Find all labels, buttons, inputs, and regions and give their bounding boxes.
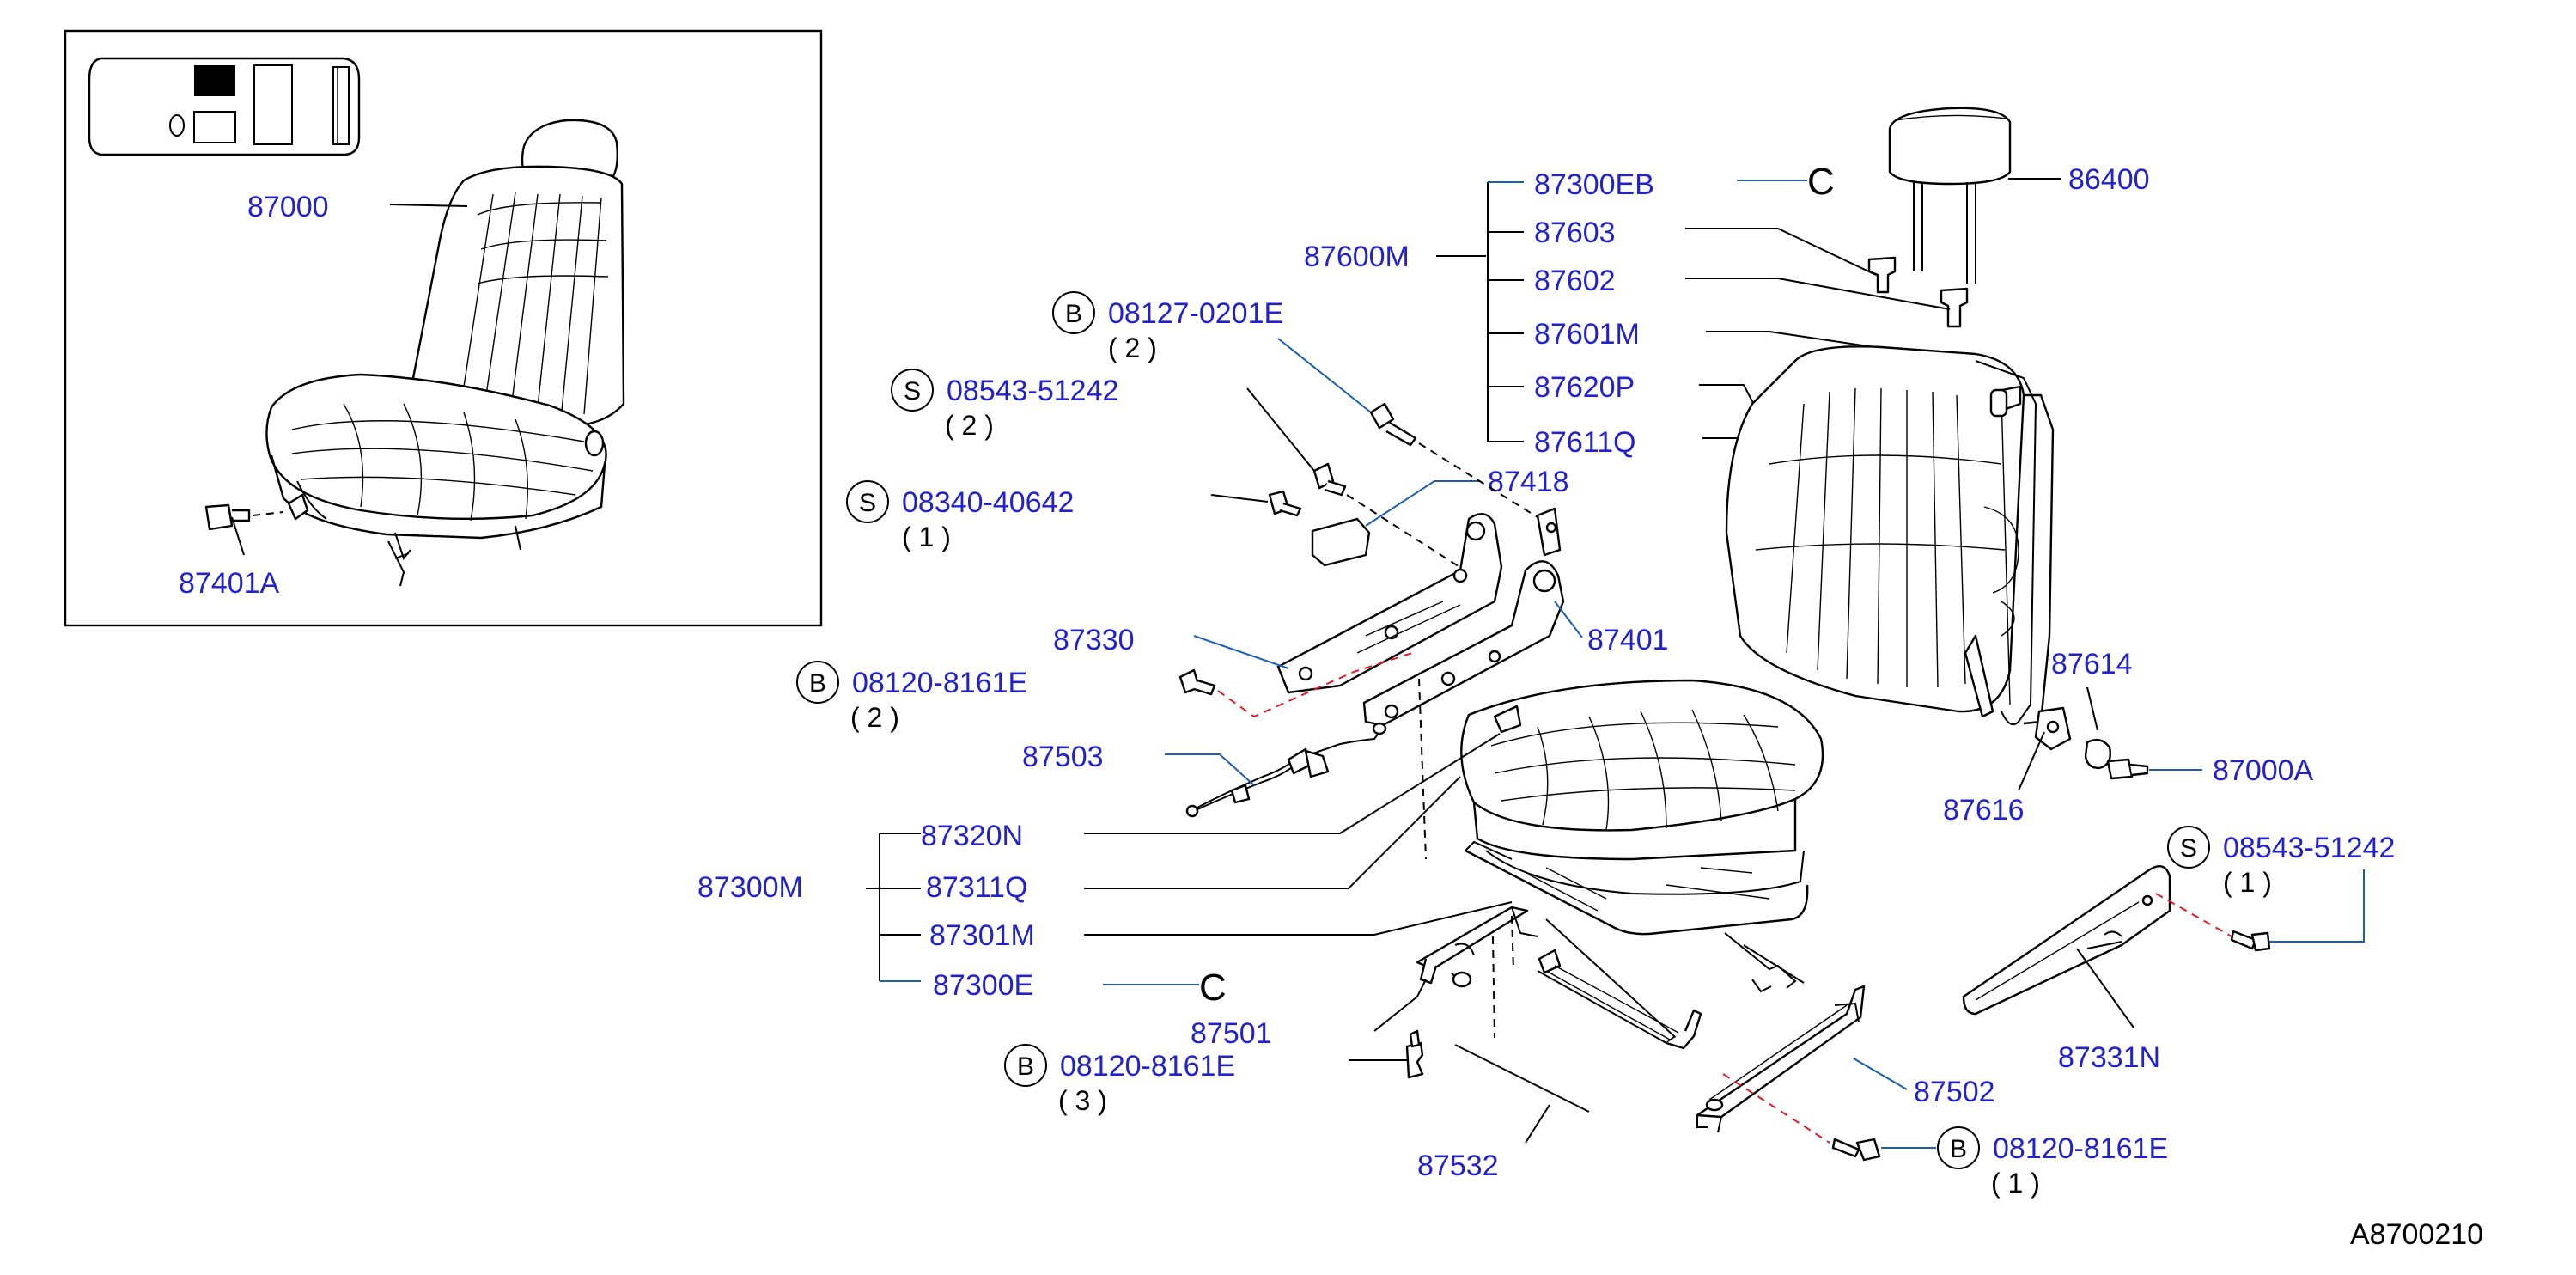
label-87616: 87616 — [1943, 794, 2025, 827]
label-87300M: 87300M — [697, 871, 803, 904]
label-87330: 87330 — [1053, 624, 1135, 656]
fastener-2-qty: ( 2 ) — [945, 410, 994, 441]
label-87611Q: 87611Q — [1534, 426, 1635, 459]
label-87600M: 87600M — [1304, 241, 1410, 273]
vehicle-location-icon — [88, 57, 361, 156]
fastener-7-code: 08120-8161E — [1993, 1132, 2168, 1165]
recliner-knob-parts — [2034, 706, 2149, 780]
fastener-7-qty: ( 1 ) — [1991, 1168, 2040, 1199]
fastener-7-letter: B — [1950, 1135, 1967, 1163]
fastener-6-qty: ( 3 ) — [1058, 1085, 1107, 1116]
label-87300EB: 87300EB — [1534, 168, 1654, 201]
seat-back-drawing — [1725, 345, 2055, 725]
slide-rail-drawing — [1416, 906, 1866, 1133]
fastener-5-code: 08543-51242 — [2223, 832, 2395, 864]
inset-bolt-icon — [204, 493, 309, 531]
fastener-3-letter: S — [859, 489, 876, 517]
fastener-2-code: 08543-51242 — [947, 375, 1118, 407]
label-87603: 87603 — [1534, 217, 1616, 249]
label-86400: 86400 — [2068, 163, 2150, 196]
label-87401: 87401 — [1587, 624, 1669, 656]
fastener-1-qty: ( 2 ) — [1108, 332, 1157, 363]
label-87320N: 87320N — [921, 820, 1023, 852]
fastener-5-letter: S — [2180, 834, 2197, 863]
label-87311Q: 87311Q — [926, 871, 1027, 904]
label-87501: 87501 — [1191, 1017, 1272, 1050]
diagram-code: A8700210 — [2350, 1218, 2483, 1251]
label-87301M: 87301M — [929, 919, 1035, 952]
label-87000A: 87000A — [2213, 754, 2314, 787]
clip-icon-2: C — [1199, 967, 1227, 1009]
label-87401A: 87401A — [179, 567, 280, 600]
fastener-2-letter: S — [904, 377, 921, 406]
inset-box: 87000 87401A — [64, 29, 823, 627]
inset-seat-drawing — [204, 119, 625, 587]
label-87000: 87000 — [247, 191, 329, 223]
label-87502: 87502 — [1914, 1076, 1995, 1108]
wire-harness-drawing — [1185, 722, 1387, 818]
fastener-4-code: 08120-8161E — [852, 667, 1027, 699]
fastener-1-code: 08127-0201E — [1108, 297, 1283, 330]
label-87300E: 87300E — [933, 969, 1033, 1002]
label-87602: 87602 — [1534, 265, 1616, 297]
label-87532: 87532 — [1417, 1150, 1499, 1182]
label-87614: 87614 — [2051, 648, 2133, 680]
label-87418: 87418 — [1488, 466, 1569, 498]
fastener-1-letter: B — [1065, 300, 1082, 328]
fastener-6-letter: B — [1017, 1052, 1034, 1081]
fastener-3-qty: ( 1 ) — [902, 522, 951, 552]
headrest-drawing — [1867, 107, 2012, 328]
fastener-4-qty: ( 2 ) — [850, 702, 899, 733]
seat-cushion-drawing — [1460, 679, 1824, 936]
label-87601M: 87601M — [1534, 318, 1640, 351]
label-87331N: 87331N — [2058, 1041, 2160, 1074]
recliner-bracket-drawing — [1276, 507, 1565, 727]
label-87503: 87503 — [1022, 741, 1104, 773]
clip-icon: C — [1807, 161, 1835, 203]
fastener-3-code: 08340-40642 — [902, 486, 1074, 519]
fastener-6-code: 08120-8161E — [1060, 1050, 1235, 1083]
fastener-4-letter: B — [809, 669, 826, 698]
fastener-5-qty: ( 1 ) — [2223, 867, 2272, 898]
rail-cover-drawing — [1962, 865, 2171, 1016]
label-87620P: 87620P — [1534, 371, 1635, 404]
